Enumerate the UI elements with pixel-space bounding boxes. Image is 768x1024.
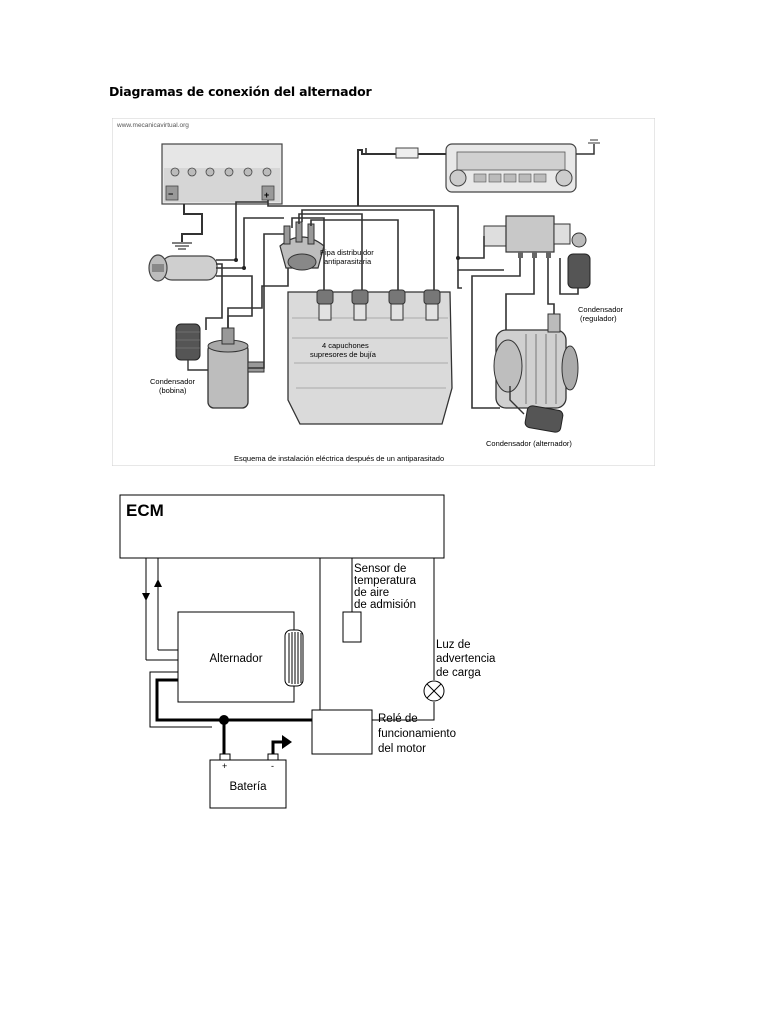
label-pipa-2: antiparasitaria xyxy=(324,257,372,266)
coil-condenser-illustration xyxy=(175,323,208,371)
rele-line-3: del motor xyxy=(378,743,426,755)
rele-box xyxy=(311,709,373,755)
rele-line-1: Relé de xyxy=(378,713,418,725)
bateria-box xyxy=(209,759,287,809)
ecm-label: ECM xyxy=(126,501,164,520)
ecm-box xyxy=(119,494,445,559)
label-cond-alternador: Condensador (alternador) xyxy=(486,439,572,448)
ignition-switch-illustration xyxy=(148,254,218,282)
bateria-label: Batería xyxy=(229,781,267,793)
distributor-cap-illustration xyxy=(279,221,325,271)
battery-plus-label: + xyxy=(222,761,227,771)
luz-line-2: advertencia xyxy=(436,653,496,665)
luz-line-3: de carga xyxy=(436,667,481,679)
sensor-line-1: Sensor de xyxy=(354,563,406,575)
regulator-illustration xyxy=(483,215,571,258)
ecm-block-diagram: ECM Alternador Relé de funcionamiento de… xyxy=(119,494,496,809)
label-capuchones-2: supresores de bujía xyxy=(310,350,377,359)
label-cond-bobina-1: Condensador xyxy=(150,377,196,386)
label-pipa-1: Pipa distribuidor xyxy=(320,248,374,257)
sensor-line-2: temperatura xyxy=(354,575,417,587)
label-cond-regulador-1: Condensador xyxy=(578,305,624,314)
pulley-icon xyxy=(284,629,304,687)
alternator-condenser-illustration xyxy=(509,386,564,433)
wiring-illustration: www.mecanicavirtual.org − + xyxy=(112,118,655,466)
sensor-line-3: de aire xyxy=(354,587,389,599)
arrow-up-icon xyxy=(154,579,162,587)
arrow-down-icon xyxy=(142,593,150,601)
label-cond-bobina-2: (bobina) xyxy=(159,386,187,395)
battery-positive-terminal xyxy=(219,753,231,761)
alternador-box xyxy=(177,611,295,703)
luz-line-1: Luz de xyxy=(436,639,471,651)
ground-arrow-icon xyxy=(282,735,292,749)
alternador-label: Alternador xyxy=(209,653,262,665)
engine-block-illustration xyxy=(287,289,453,425)
sensor-box xyxy=(342,611,362,643)
ignition-coil-illustration xyxy=(207,327,265,409)
sensor-line-4: de admisión xyxy=(354,599,416,611)
watermark-text: www.mecanicavirtual.org xyxy=(116,122,189,129)
radio-illustration xyxy=(445,143,577,193)
label-cond-regulador-2: (regulador) xyxy=(580,314,617,323)
warning-lamp-icon xyxy=(423,680,445,702)
battery-plus-sign: + xyxy=(264,190,269,200)
page-heading: Diagramas de conexión del alternador xyxy=(109,84,372,99)
battery-minus-sign: − xyxy=(168,189,173,199)
figure1-caption: Esquema de instalación eléctrica después… xyxy=(234,454,444,463)
rele-line-2: funcionamiento xyxy=(378,728,456,740)
label-capuchones-1: 4 capuchones xyxy=(322,341,369,350)
battery-negative-terminal xyxy=(267,753,279,761)
junction-dot xyxy=(219,715,229,725)
battery-illustration: − + xyxy=(161,143,283,205)
regulator-condenser-illustration xyxy=(567,232,591,289)
battery-minus-label: - xyxy=(271,761,274,771)
